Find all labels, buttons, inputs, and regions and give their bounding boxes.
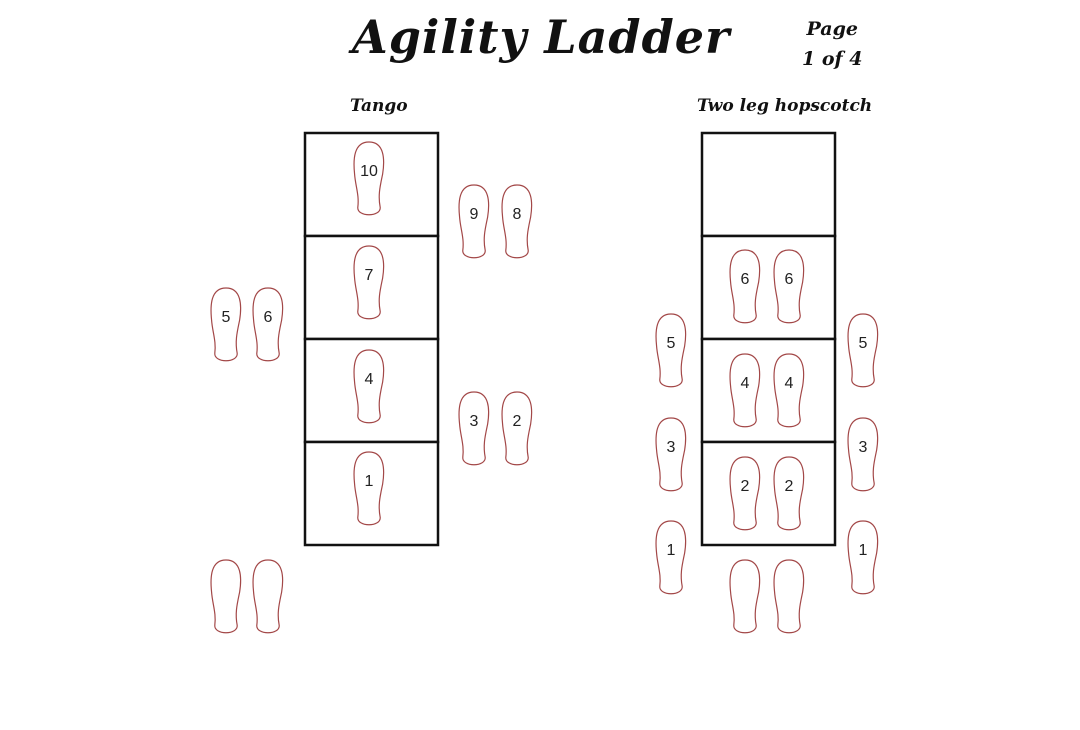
footprint-outline <box>773 249 805 324</box>
footprint: 8 <box>501 184 533 259</box>
footprint: 6 <box>252 287 284 362</box>
step-number: 5 <box>667 335 676 352</box>
step-number: 4 <box>365 371 374 388</box>
footprint-outline <box>458 391 490 466</box>
step-number: 8 <box>513 206 522 223</box>
footprint: 5 <box>210 287 242 362</box>
footprint-outline <box>252 559 284 634</box>
footprint-outline <box>353 141 385 216</box>
hopscotch-box-2 <box>700 337 837 444</box>
page-title: Agility Ladder <box>352 10 731 64</box>
footprint-outline <box>252 287 284 362</box>
footprint-outline <box>501 391 533 466</box>
footprint-outline <box>847 417 879 492</box>
footprint: 4 <box>729 353 761 428</box>
footprint-outline <box>729 456 761 531</box>
footprints-hopscotch: 6 6 5 5 4 4 3 3 2 2 1 1 <box>655 249 879 634</box>
step-number: 4 <box>741 375 750 392</box>
footprint-outline <box>729 353 761 428</box>
footprint-outline <box>353 451 385 526</box>
footprint: 9 <box>458 184 490 259</box>
footprint: 6 <box>729 249 761 324</box>
footprint-outline <box>773 353 805 428</box>
footprint-outline <box>501 184 533 259</box>
hopscotch-box-4 <box>700 131 837 238</box>
step-number: 3 <box>859 439 868 456</box>
footprint: 2 <box>773 456 805 531</box>
footprint <box>210 559 242 634</box>
step-number: 6 <box>264 309 273 326</box>
step-number: 6 <box>741 271 750 288</box>
footprint: 2 <box>729 456 761 531</box>
footprint: 6 <box>773 249 805 324</box>
hopscotch-box-1 <box>700 440 837 547</box>
step-number: 5 <box>859 335 868 352</box>
step-number: 1 <box>365 473 374 490</box>
page-word: Page <box>806 18 858 40</box>
footprint: 5 <box>847 313 879 388</box>
footprint-outline <box>655 520 687 595</box>
drill-label-hopscotch: Two leg hopscotch <box>697 96 873 116</box>
footprint-outline <box>847 520 879 595</box>
footprint: 4 <box>773 353 805 428</box>
footprint-outline <box>210 287 242 362</box>
step-number: 5 <box>222 309 231 326</box>
step-number: 10 <box>360 163 378 180</box>
footprint-outline <box>773 559 805 634</box>
footprint: 3 <box>458 391 490 466</box>
footprint-outline <box>847 313 879 388</box>
ladder-hopscotch <box>700 131 837 547</box>
footprint-outline <box>729 559 761 634</box>
footprint: 1 <box>353 451 385 526</box>
step-number: 1 <box>859 542 868 559</box>
footprint: 5 <box>655 313 687 388</box>
footprint <box>773 559 805 634</box>
step-number: 7 <box>365 267 374 284</box>
footprint-outline <box>353 245 385 320</box>
footprint-outline <box>353 349 385 424</box>
footprint: 10 <box>353 141 385 216</box>
footprint: 4 <box>353 349 385 424</box>
drill-label-tango: Tango <box>350 96 408 116</box>
step-number: 2 <box>741 478 750 495</box>
footprint: 3 <box>655 417 687 492</box>
step-number: 1 <box>667 542 676 559</box>
footprint-outline <box>655 313 687 388</box>
footprint <box>252 559 284 634</box>
footprint: 3 <box>847 417 879 492</box>
step-number: 3 <box>667 439 676 456</box>
page-count: 1 of 4 <box>802 48 863 70</box>
footprint-outline <box>729 249 761 324</box>
footprint: 1 <box>847 520 879 595</box>
footprint-outline <box>210 559 242 634</box>
footprint-outline <box>655 417 687 492</box>
step-number: 2 <box>785 478 794 495</box>
page-number: Page 1 of 4 <box>802 14 863 74</box>
footprint: 1 <box>655 520 687 595</box>
footprint: 7 <box>353 245 385 320</box>
step-number: 6 <box>785 271 794 288</box>
step-number: 9 <box>470 206 479 223</box>
footprint: 2 <box>501 391 533 466</box>
step-number: 3 <box>470 413 479 430</box>
hopscotch-box-3 <box>700 234 837 341</box>
footprints-tango: 10 9 8 7 5 6 4 3 2 1 <box>210 141 533 634</box>
step-number: 4 <box>785 375 794 392</box>
footprint <box>729 559 761 634</box>
step-number: 2 <box>513 413 522 430</box>
footprint-outline <box>458 184 490 259</box>
footprint-outline <box>773 456 805 531</box>
